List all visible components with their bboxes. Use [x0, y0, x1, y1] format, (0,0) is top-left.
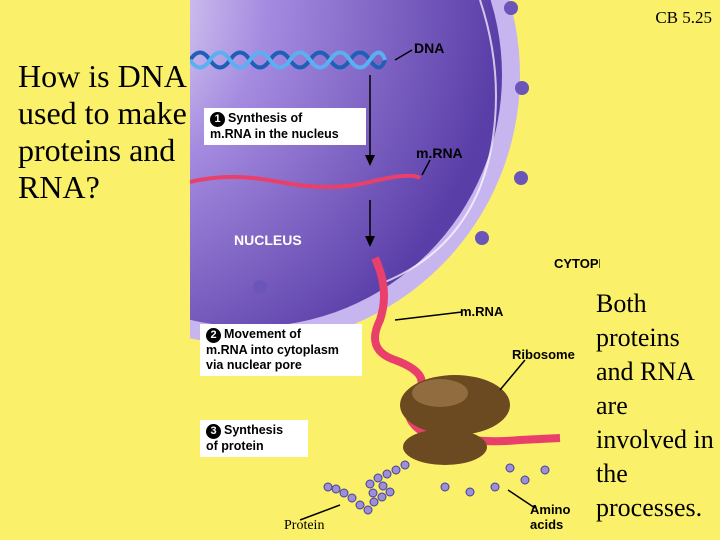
transcription-translation-diagram: DNA m.RNA NUCLEUS CYTOPLASM m.RNA Riboso… — [190, 0, 600, 540]
step-3-number: 3 — [206, 424, 221, 439]
label-cytoplasm: CYTOPLASM — [554, 256, 600, 271]
label-ribosome: Ribosome — [512, 347, 575, 362]
dna-strand-2 — [190, 50, 387, 70]
step-2-number: 2 — [206, 328, 221, 343]
nuclear-pores — [253, 1, 529, 294]
label-mrna-cytoplasm: m.RNA — [460, 304, 504, 319]
free-amino-acids — [440, 463, 550, 497]
step-1-text: Synthesis of m.RNA in the nucleus — [210, 111, 339, 141]
step-1-number: 1 — [210, 112, 225, 127]
label-amino-acids: Amino acids — [530, 502, 571, 532]
label-nucleus: NUCLEUS — [234, 232, 302, 248]
side-note: Both proteins and RNA are involved in th… — [596, 289, 714, 522]
question-text: How is DNA used to make proteins and RNA… — [18, 58, 187, 205]
ribosome-small-subunit — [403, 429, 487, 465]
label-mrna-nucleus: m.RNA — [416, 145, 463, 161]
slide-id: CB 5.25 — [655, 8, 712, 27]
diagram-graphic — [190, 0, 561, 521]
dna-pointer — [394, 49, 413, 61]
nuclear-membrane-line — [384, 0, 497, 283]
step-3-text: Synthesis of protein — [206, 423, 284, 453]
nucleus — [190, 0, 502, 327]
step-2-text: Movement of m.RNA into cytoplasm via nuc… — [206, 327, 339, 372]
protein-chain — [323, 460, 410, 515]
label-protein: Protein — [284, 518, 325, 533]
label-dna: DNA — [414, 40, 445, 56]
mrna-nucleus-strand — [190, 173, 422, 189]
